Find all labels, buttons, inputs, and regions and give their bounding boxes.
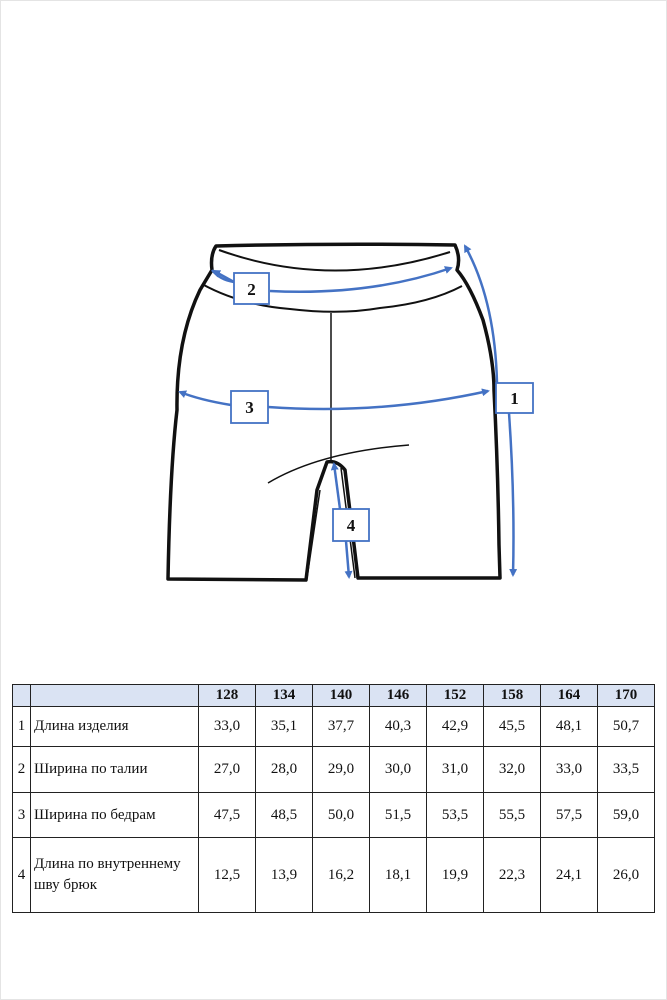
- measurement-value: 31,0: [426, 746, 484, 793]
- measure-arrows: [178, 244, 518, 579]
- measurement-value: 28,0: [255, 746, 313, 793]
- measurement-value: 13,9: [255, 837, 313, 913]
- marker-box-4: [332, 508, 370, 542]
- arrow-length: [463, 244, 499, 384]
- measurement-name: Длина изделия: [30, 706, 199, 747]
- measurement-value: 53,5: [426, 792, 484, 838]
- measurement-value: 33,5: [597, 746, 655, 793]
- row-number: 3: [12, 792, 31, 838]
- size-header: 128: [198, 684, 256, 707]
- size-header: 170: [597, 684, 655, 707]
- measurement-value: 40,3: [369, 706, 427, 747]
- measurement-value: 57,5: [540, 792, 598, 838]
- measurement-value: 47,5: [198, 792, 256, 838]
- header-row: 128 134 140 146 152 158 164 170: [12, 684, 655, 707]
- row-number: 2: [12, 746, 31, 793]
- measurement-name: Ширина по талии: [30, 746, 199, 793]
- measurement-value: 50,0: [312, 792, 370, 838]
- size-header: 134: [255, 684, 313, 707]
- arrow-hips: [267, 388, 490, 411]
- shorts-outline: [166, 242, 502, 582]
- measurement-value: 51,5: [369, 792, 427, 838]
- measurement-name: Ширина по бедрам: [30, 792, 199, 838]
- measurement-value: 48,1: [540, 706, 598, 747]
- measurement-value: 59,0: [597, 792, 655, 838]
- measurement-value: 12,5: [198, 837, 256, 913]
- measurement-value: 45,5: [483, 706, 541, 747]
- measurement-value: 42,9: [426, 706, 484, 747]
- row-number: 4: [12, 837, 31, 913]
- measurement-value: 22,3: [483, 837, 541, 913]
- measurement-name: Длина по внутреннему шву брюк: [30, 837, 199, 913]
- measurement-value: 16,2: [312, 837, 370, 913]
- measurement-value: 27,0: [198, 746, 256, 793]
- marker-box-1: [495, 382, 534, 414]
- measurement-value: 33,0: [198, 706, 256, 747]
- measurement-value: 37,7: [312, 706, 370, 747]
- marker-label-1: 1: [510, 389, 519, 408]
- measurement-value: 29,0: [312, 746, 370, 793]
- marker-label-3: 3: [245, 398, 254, 417]
- marker-box-2: [233, 272, 270, 305]
- measurement-value: 19,9: [426, 837, 484, 913]
- measurement-value: 32,0: [483, 746, 541, 793]
- marker-box-3: [230, 390, 269, 424]
- measurement-value: 30,0: [369, 746, 427, 793]
- row-number: 1: [12, 706, 31, 747]
- measurement-value: 50,7: [597, 706, 655, 747]
- size-header: 146: [369, 684, 427, 707]
- marker-boxes: [230, 272, 534, 542]
- marker-label-4: 4: [347, 516, 356, 535]
- measurement-value: 35,1: [255, 706, 313, 747]
- arrow-inseam: [344, 540, 353, 579]
- measurement-value: 55,5: [483, 792, 541, 838]
- measurement-value: 18,1: [369, 837, 427, 913]
- measurement-value: 33,0: [540, 746, 598, 793]
- marker-label-2: 2: [247, 280, 256, 299]
- size-header: 140: [312, 684, 370, 707]
- measurement-value: 26,0: [597, 837, 655, 913]
- measurement-value: 48,5: [255, 792, 313, 838]
- size-header: 158: [483, 684, 541, 707]
- size-header: 152: [426, 684, 484, 707]
- shorts-diagram: 2 3 1 4: [166, 242, 534, 582]
- size-header: 164: [540, 684, 598, 707]
- measurement-value: 24,1: [540, 837, 598, 913]
